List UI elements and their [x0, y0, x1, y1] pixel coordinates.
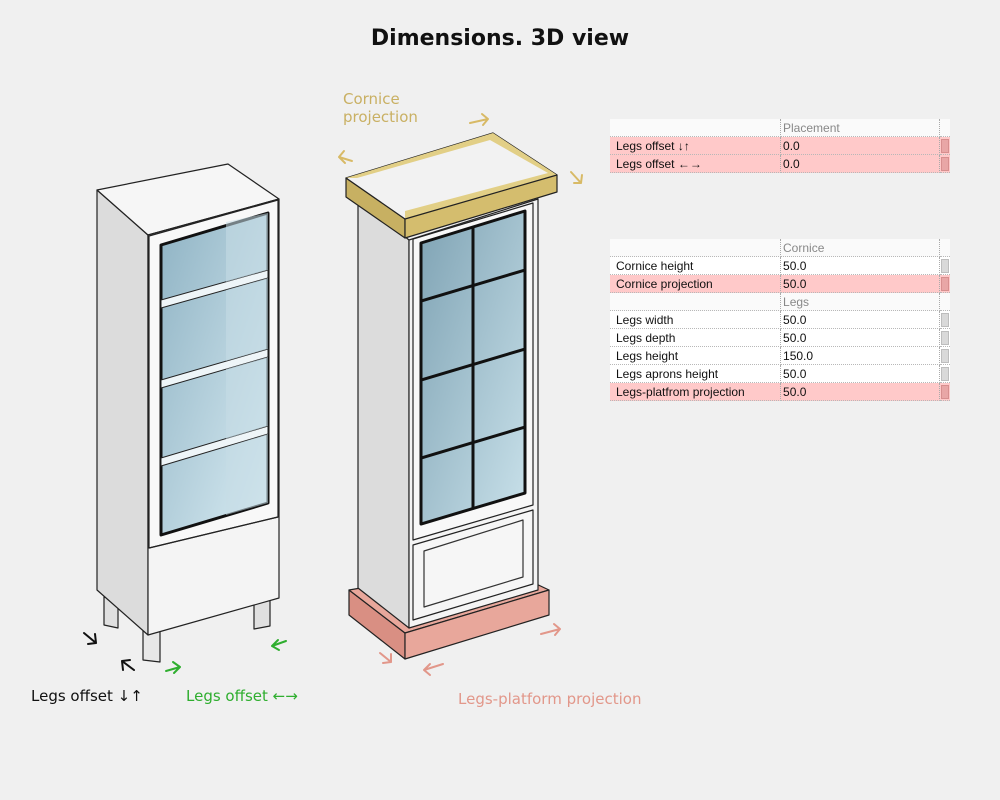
left-cabinet — [96, 163, 280, 663]
legs-offset-horizontal-label: Legs offset ←→ — [186, 687, 298, 705]
page-title: Dimensions. 3D view — [370, 26, 630, 51]
property-row[interactable]: Legs offset ↓↑ 0.0 — [610, 136, 950, 155]
property-row[interactable]: Cornice height 50.0 — [610, 256, 950, 275]
property-name: Legs offset ↓↑ — [610, 136, 782, 155]
placement-property-table: Placement Legs offset ↓↑ 0.0 Legs offset… — [610, 119, 950, 173]
row-scroll-handle[interactable] — [940, 384, 949, 399]
cornice-front — [404, 174, 558, 239]
legs-platform-projection-label: Legs-platform projection — [458, 690, 642, 708]
category-label: Legs — [780, 292, 940, 311]
right-lower-panel-inset — [423, 519, 524, 608]
legs-offset-vertical-label: Legs offset ↓↑ — [31, 687, 143, 705]
property-name: Legs-platfrom projection — [610, 382, 782, 401]
property-value[interactable]: 0.0 — [780, 136, 940, 155]
property-value[interactable]: 50.0 — [780, 256, 940, 275]
row-scroll-handle[interactable] — [940, 312, 949, 327]
property-row[interactable]: Legs offset ←→ 0.0 — [610, 154, 950, 173]
property-value[interactable]: 50.0 — [780, 364, 940, 383]
property-name: Legs aprons height — [610, 364, 782, 383]
glass-mullion-3 — [420, 425, 526, 460]
left-cabinet-side — [96, 189, 149, 636]
row-scroll-handle[interactable] — [940, 366, 949, 381]
row-scroll-handle[interactable] — [940, 348, 949, 363]
property-name: Legs depth — [610, 328, 782, 347]
property-row[interactable]: Cornice projection 50.0 — [610, 274, 950, 293]
left-leg-front — [142, 629, 161, 663]
legs-offset-vertical-arrows — [83, 632, 135, 671]
property-row[interactable]: Legs aprons height 50.0 — [610, 364, 950, 383]
row-scroll-handle[interactable] — [940, 330, 949, 345]
category-label: Cornice — [780, 239, 940, 257]
property-value[interactable]: 50.0 — [780, 328, 940, 347]
property-value[interactable]: 50.0 — [780, 382, 940, 401]
property-row[interactable]: Legs depth 50.0 — [610, 328, 950, 347]
category-row-legs: Legs — [610, 292, 950, 311]
legs-offset-horizontal-arrows — [165, 639, 287, 674]
cornice-projection-arrows — [338, 113, 583, 184]
property-value[interactable]: 50.0 — [780, 310, 940, 329]
property-name: Legs offset ←→ — [610, 154, 782, 173]
property-row[interactable]: Legs height 150.0 — [610, 346, 950, 365]
property-value[interactable]: 50.0 — [780, 274, 940, 293]
property-row[interactable]: Legs-platfrom projection 50.0 — [610, 382, 950, 401]
property-value[interactable]: 150.0 — [780, 346, 940, 365]
glass-mullion-2 — [420, 347, 526, 382]
right-cabinet-side — [357, 197, 410, 629]
right-cabinet — [345, 132, 558, 660]
property-name: Cornice height — [610, 256, 782, 275]
row-scroll-handle[interactable] — [940, 258, 949, 273]
row-scroll-handle[interactable] — [940, 156, 949, 171]
platform-front — [404, 589, 550, 660]
property-row[interactable]: Legs width 50.0 — [610, 310, 950, 329]
cornice-top-edge — [346, 133, 557, 219]
property-value[interactable]: 0.0 — [780, 154, 940, 173]
category-row-cornice: Cornice — [610, 239, 950, 257]
property-name: Legs height — [610, 346, 782, 365]
platform-projection-arrows — [379, 623, 561, 676]
property-name: Cornice projection — [610, 274, 782, 293]
cornice-projection-label: Cornice projection — [343, 90, 418, 126]
cornice-legs-property-table: Cornice Cornice height 50.0 Cornice proj… — [610, 239, 950, 401]
category-label: Placement — [780, 119, 940, 137]
glass-mullion-1 — [420, 268, 526, 303]
row-scroll-handle[interactable] — [940, 276, 949, 291]
right-lower-panel — [412, 509, 534, 621]
category-row-placement: Placement — [610, 119, 950, 137]
row-scroll-handle[interactable] — [940, 138, 949, 153]
property-name: Legs width — [610, 310, 782, 329]
